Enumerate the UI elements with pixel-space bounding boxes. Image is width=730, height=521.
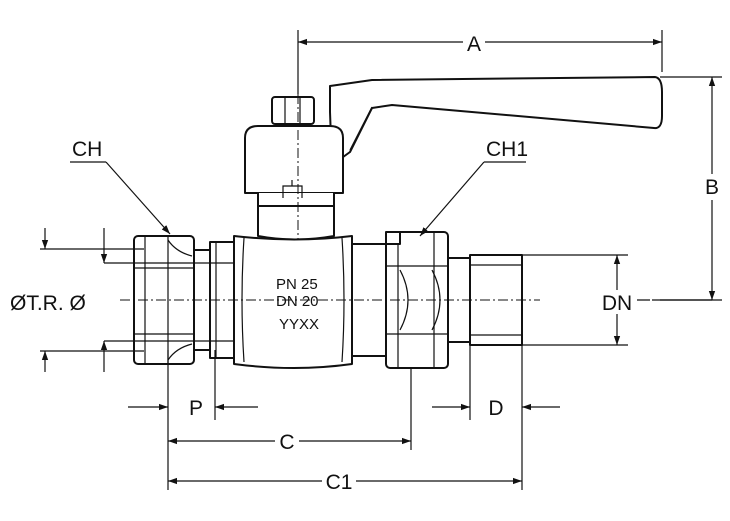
dimension-a: A — [297, 30, 663, 94]
dimension-p: P — [128, 350, 258, 490]
label-b: B — [705, 176, 719, 199]
leader-ch1: CH1 — [419, 138, 528, 237]
leader-ch: CH — [70, 138, 171, 235]
male-thread-end — [469, 254, 523, 346]
dimension-tube: ØT.R. Ø — [10, 228, 144, 372]
union-nut — [385, 231, 449, 369]
dimension-b: B — [660, 76, 723, 301]
dimension-c: C — [168, 368, 412, 454]
valve-body — [233, 235, 353, 369]
dimension-dn: DN — [520, 254, 712, 346]
label-dn: DN — [602, 292, 632, 315]
dimension-c1: C1 — [168, 468, 522, 494]
label-c1: C1 — [326, 471, 353, 494]
lever-handle — [329, 76, 663, 166]
dimension-d: D — [432, 345, 560, 490]
handle-nut — [271, 96, 315, 125]
nominal-diameter-text: DN 20 — [276, 293, 319, 310]
stem-neck — [257, 205, 335, 241]
label-ch1: CH1 — [486, 138, 528, 161]
label-ch: CH — [72, 138, 102, 161]
label-c: C — [279, 431, 294, 454]
pressure-rating-text: PN 25 — [276, 276, 318, 293]
label-p: P — [189, 397, 203, 420]
label-d: D — [488, 397, 503, 420]
date-code-text: YYXX — [279, 316, 319, 333]
label-a: A — [467, 33, 481, 56]
stem-housing — [244, 125, 344, 207]
body-markings: PN 25 DN 20 YYXX — [276, 276, 319, 333]
label-tube: ØT.R. Ø — [10, 292, 86, 315]
inner-tube-lines — [104, 262, 244, 342]
center-lines — [120, 40, 540, 301]
